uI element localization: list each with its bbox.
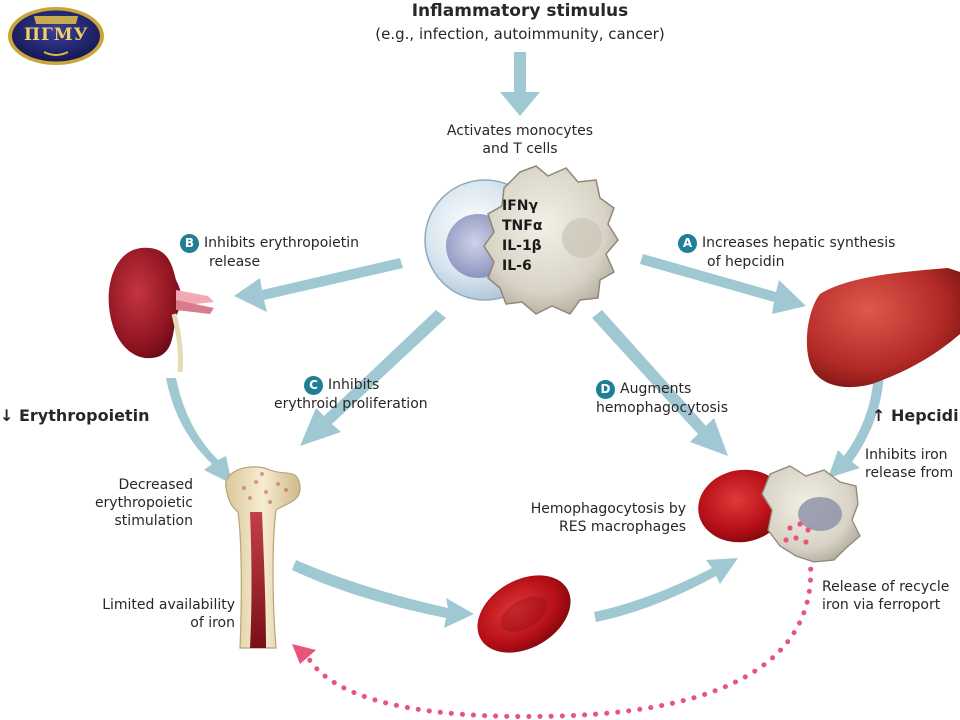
arrow-stimulus-down xyxy=(500,52,540,116)
pathway-c-line1: Inhibits xyxy=(328,377,380,393)
cytokine-ifn-gamma: IFNγ xyxy=(502,198,539,214)
pathway-a-badge: A xyxy=(678,234,697,253)
arrow-to-macrophage xyxy=(592,310,728,456)
recycled-iron-label: Release of recycle iron via ferroport xyxy=(822,578,949,614)
cytokine-il-1-beta: IL-1β xyxy=(502,238,542,254)
arrow-to-bone xyxy=(300,310,446,446)
cytokine-list: IFNγ TNFα IL-1β IL-6 xyxy=(502,196,542,276)
macrophage-graphic xyxy=(698,465,861,563)
arrow-to-liver xyxy=(640,254,806,314)
pathway-d-line2: hemophagocytosis xyxy=(596,400,728,416)
pathway-c-label: C Inhibits erythroid proliferation xyxy=(274,376,428,413)
monocyte-label-line1: Activates monocytes xyxy=(446,123,594,139)
pathway-b-badge: B xyxy=(180,234,199,253)
arrow-kidney-to-bone xyxy=(166,378,232,484)
arrow-to-kidney xyxy=(234,258,403,312)
iron-release-line2: release from xyxy=(865,465,954,481)
pathway-d-line1: Augments xyxy=(620,381,692,397)
decreased-stimulation-line3: stimulation xyxy=(114,513,193,529)
limited-iron-line1: Limited availability xyxy=(102,597,235,613)
monocyte-label-line2: and T cells xyxy=(482,141,558,157)
pathway-c-line2: erythroid proliferation xyxy=(274,396,428,412)
iron-release-inhibition-label: Inhibits iron release from xyxy=(865,446,953,482)
pathway-b-line1: Inhibits erythropoietin xyxy=(204,235,360,251)
arrow-liver-to-macrophage xyxy=(828,372,884,478)
decreased-stimulation-label: Decreased erythropoietic stimulation xyxy=(60,476,193,530)
iron-release-line1: Inhibits iron xyxy=(865,447,948,463)
monocyte-label: Activates monocytes and T cells xyxy=(420,122,620,158)
logo-text: ПГМУ xyxy=(24,25,89,45)
limited-iron-line2: of iron xyxy=(190,615,235,631)
hemophagocytosis-line1: Hemophagocytosis by xyxy=(530,501,686,517)
pathway-c-badge: C xyxy=(304,376,323,395)
pathway-a-line2: of hepcidin xyxy=(707,254,785,270)
cytokine-tnf-alpha: TNFα xyxy=(502,218,543,234)
bone-graphic xyxy=(225,466,301,649)
pathway-a-label: A Increases hepatic synthesis of hepcidin xyxy=(678,234,895,271)
hepcidin-increase-label: ↑ Hepcidin xyxy=(872,406,960,425)
recycled-iron-line1: Release of recycle xyxy=(822,579,950,595)
iron-recycling-arrowhead xyxy=(292,644,316,664)
pathway-b-line2: release xyxy=(209,254,261,270)
erythropoietin-decrease-label: ↓ Erythropoietin xyxy=(0,406,150,425)
decreased-stimulation-line1: Decreased xyxy=(118,477,193,493)
pathway-d-label: D Augments hemophagocytosis xyxy=(596,380,728,417)
hemophagocytosis-label: Hemophagocytosis by RES macrophages xyxy=(490,500,686,536)
arrows xyxy=(166,52,884,628)
pathway-d-badge: D xyxy=(596,380,615,399)
diagram-title: Inflammatory stimulus xyxy=(411,1,629,21)
hemophagocytosis-line2: RES macrophages xyxy=(559,519,686,535)
limited-iron-label: Limited availability of iron xyxy=(60,596,235,632)
arrow-bone-to-rbc xyxy=(292,560,474,628)
pathway-b-label: B Inhibits erythropoietin release xyxy=(180,234,359,271)
monocyte-tcell-graphic xyxy=(424,165,619,315)
cytokine-il-6: IL-6 xyxy=(502,258,532,274)
liver-graphic xyxy=(806,268,960,388)
red-blood-cell-graphic xyxy=(477,575,571,653)
logo-emblem xyxy=(8,7,104,65)
pathway-a-line1: Increases hepatic synthesis xyxy=(702,235,896,251)
kidney-graphic xyxy=(108,247,214,373)
arrow-rbc-to-macrophage xyxy=(594,558,738,622)
iron-recycling-path xyxy=(303,555,814,719)
decreased-stimulation-line2: erythropoietic xyxy=(94,495,193,511)
recycled-iron-line2: iron via ferroport xyxy=(822,597,941,613)
diagram-subtitle: (e.g., infection, autoimmunity, cancer) xyxy=(375,25,665,43)
